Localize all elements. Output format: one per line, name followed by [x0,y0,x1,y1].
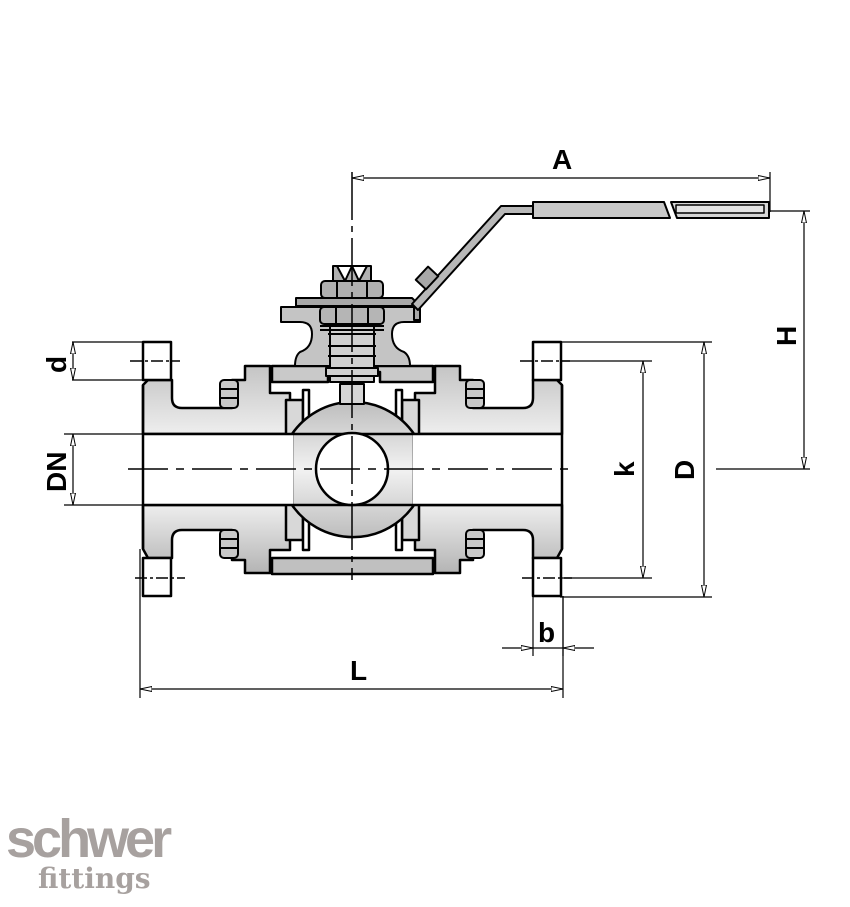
right-end-cap-bottom [413,503,564,575]
label-A: A [552,144,572,175]
right-end-cap-top [413,364,564,436]
left-flange-bottom [141,556,173,598]
logo-brand-text: schwer [6,809,172,869]
label-H: H [771,326,802,346]
logo-sub-text: fittings [38,862,151,895]
label-D: D [669,460,700,480]
body-bolts [219,379,485,559]
handle-sleeve-left [532,201,671,219]
center-body-top [270,364,435,384]
brand-logo: schwer fittings [6,809,172,895]
right-flange-bottom [531,556,563,598]
label-d: d [41,356,72,373]
label-DN: DN [41,452,72,492]
dimension-labels: A H d DN k D b L [41,144,802,686]
left-end-cap-top [141,364,292,436]
label-L: L [350,655,367,686]
label-k: k [609,461,640,477]
valve-top-assembly [280,201,770,405]
handle-plate [295,297,421,321]
label-b: b [538,617,555,648]
left-end-cap-bottom [141,503,292,575]
centerlines [128,172,575,580]
dimension-lines [64,172,810,698]
handle-arm [411,205,534,311]
handle-grip [414,265,440,291]
